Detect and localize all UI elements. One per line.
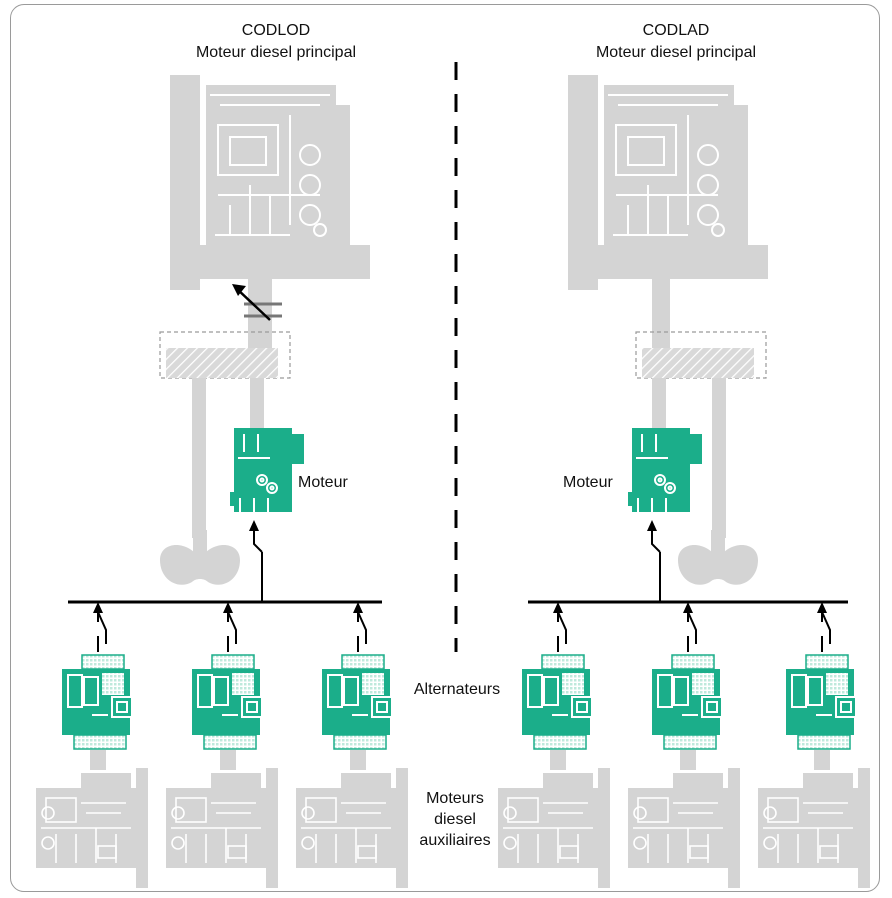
- diagram-frame: [10, 4, 880, 892]
- right-subtitle: Moteur diesel principal: [595, 44, 757, 61]
- alternators-label: Alternateurs: [413, 681, 501, 698]
- right-motor-label: Moteur: [563, 474, 613, 491]
- left-title: CODLOD: [241, 22, 311, 39]
- left-subtitle: Moteur diesel principal: [195, 44, 357, 61]
- codlad-system: [497, 74, 871, 889]
- aux-engines-label-line-1: Moteurs: [426, 790, 484, 807]
- left-motor-label: Moteur: [298, 474, 348, 491]
- aux-engines-label-line-2: diesel: [434, 811, 476, 828]
- aux-engines-label-line-3: auxiliaires: [419, 832, 491, 849]
- right-title: CODLAD: [642, 22, 710, 39]
- codlod-system: [35, 74, 409, 889]
